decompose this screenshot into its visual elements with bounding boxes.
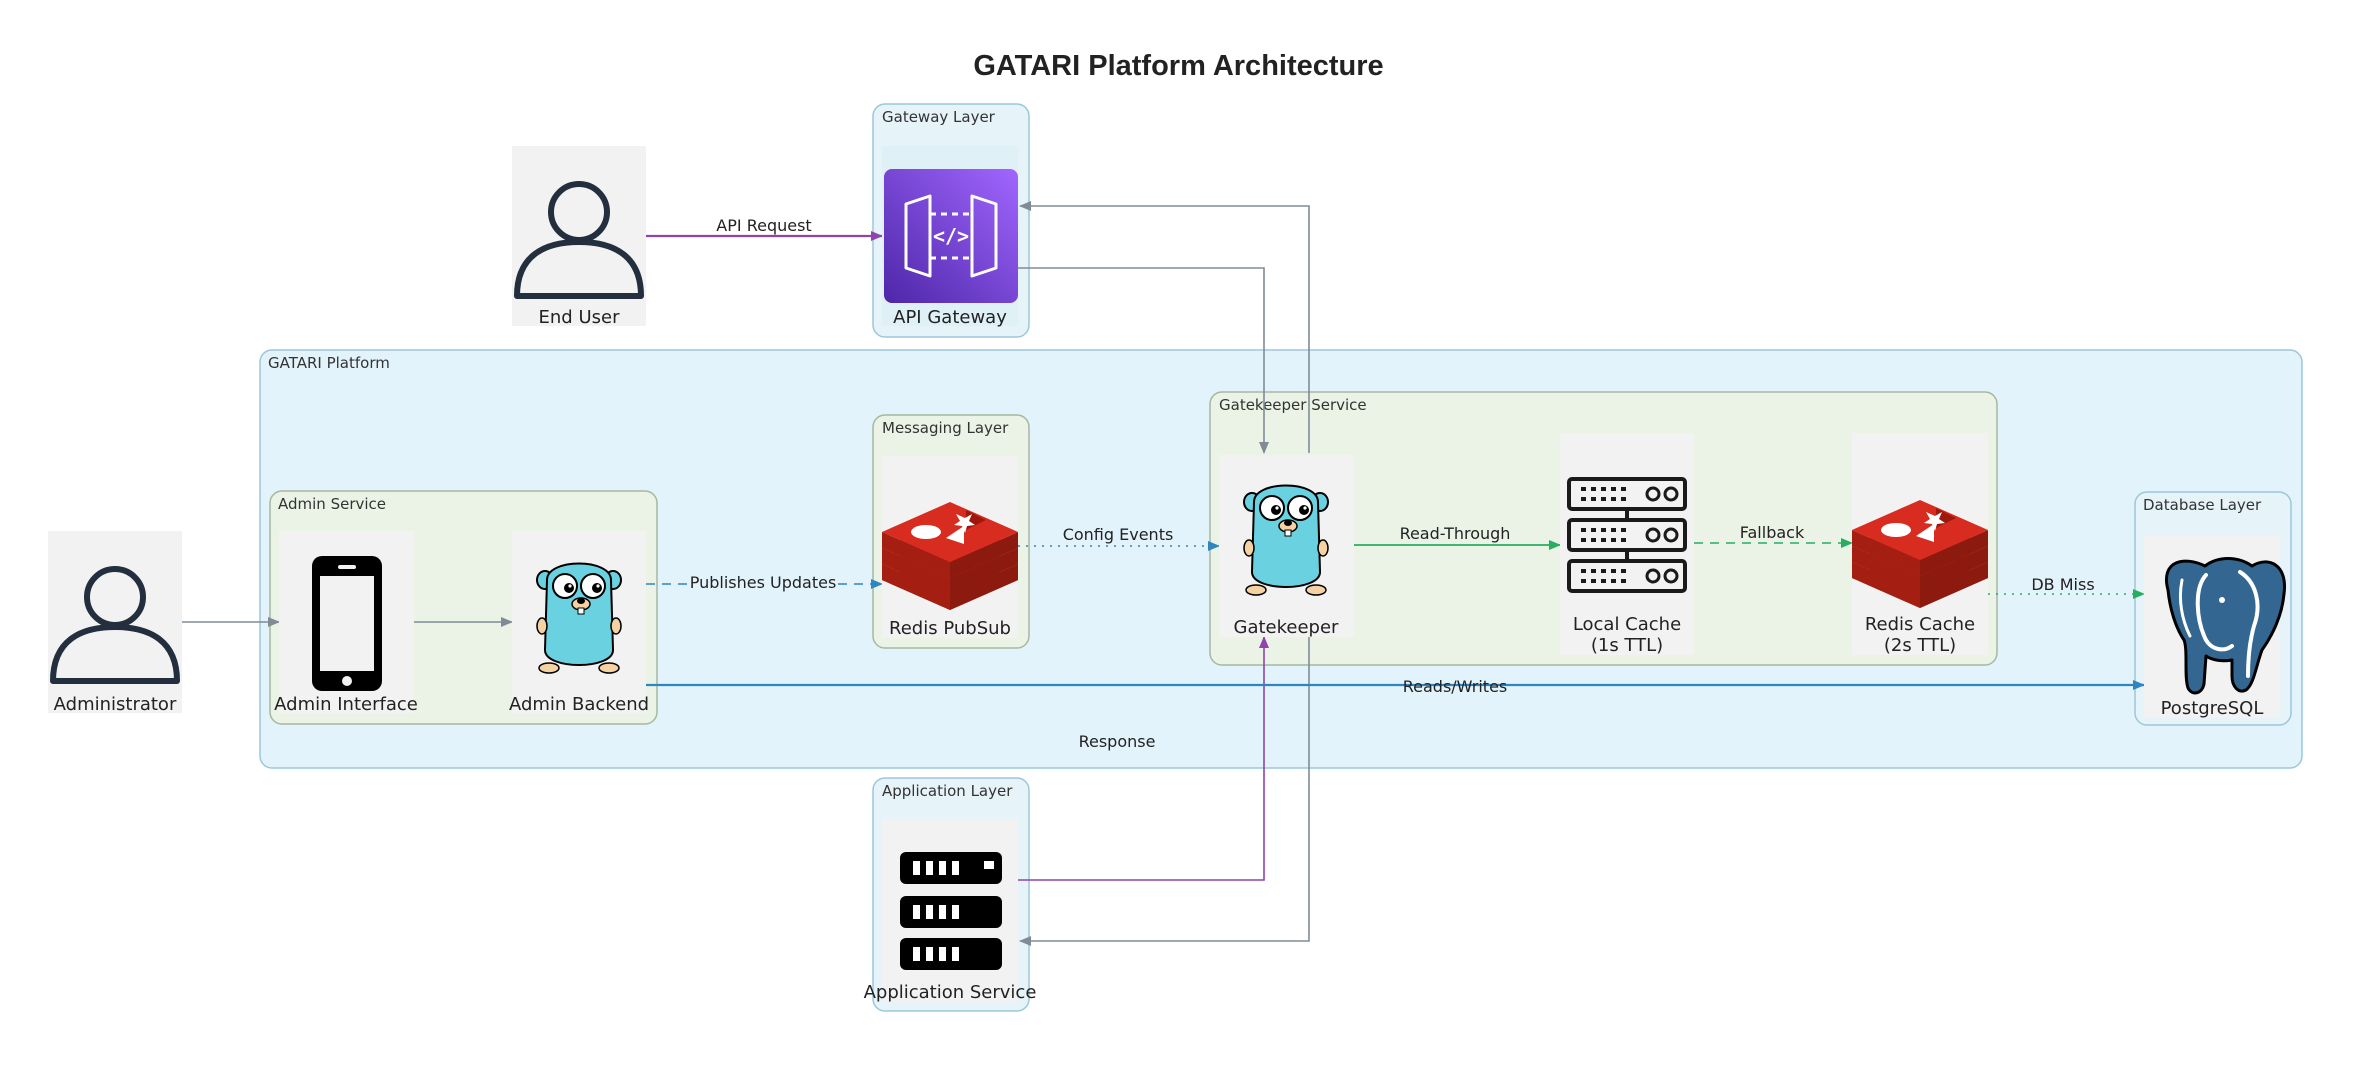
node-redis-cache[interactable]: Redis Cache (2s TTL) [1852,433,1988,656]
cluster-label-admin: Admin Service [278,495,386,513]
postgresql-elephant-icon [2165,557,2286,695]
node-label-redis-cache-ttl: (2s TTL) [1884,635,1956,656]
go-gopher-icon [1243,484,1329,596]
node-label-admin-backend: Admin Backend [509,694,649,715]
node-label-redis-pubsub: Redis PubSub [889,618,1011,639]
edge-application-service-to-gatekeeper [1018,636,1269,881]
edge-gatekeeper-to-application-service [1019,637,1310,946]
cluster-label-messaging: Messaging Layer [882,419,1009,437]
node-admin-backend[interactable]: Admin Backend [509,531,649,715]
node-local-cache[interactable]: Local Cache (1s TTL) [1560,433,1694,656]
node-label-postgresql: PostgreSQL [2161,698,2264,719]
node-label-redis-cache: Redis Cache [1865,614,1975,635]
api-gateway-icon: </> [884,169,1018,303]
node-redis-pubsub[interactable]: Redis PubSub [882,456,1018,639]
cluster-label-gatekeeper: Gatekeeper Service [1219,396,1367,414]
node-api-gateway[interactable]: </> API Gateway [882,146,1018,328]
node-label-admin-interface: Admin Interface [274,694,418,715]
go-gopher-icon [536,562,622,674]
edge-label-publishes-updates: Publishes Updates [690,573,837,592]
edge-labels: API Request Publishes Updates Config Eve… [690,216,2095,751]
cluster-label-platform: GATARI Platform [268,354,390,372]
node-label-local-cache: Local Cache [1573,614,1681,635]
edge-response-to-api-gateway [1019,201,1310,453]
edge-label-config-events: Config Events [1063,525,1174,544]
cluster-label-database: Database Layer [2143,496,2262,514]
edge-label-reads-writes: Reads/Writes [1403,677,1508,696]
edges [182,201,2145,946]
server-rack-icon [1567,477,1687,593]
mobile-phone-icon [312,556,382,691]
edge-label-db-miss: DB Miss [2031,575,2094,594]
svg-text:</>: </> [933,224,969,248]
diagram-title: GATARI Platform Architecture [973,50,1384,82]
node-label-application-service: Application Service [864,982,1037,1003]
node-postgresql[interactable]: PostgreSQL [2144,536,2286,719]
node-admin-interface[interactable]: Admin Interface [274,531,418,715]
server-stack-icon [900,852,1002,970]
cluster-label-application: Application Layer [882,782,1013,800]
edge-label-fallback: Fallback [1740,523,1805,542]
edge-label-read-through: Read-Through [1400,524,1511,543]
node-end-user[interactable]: End User [512,146,646,328]
node-application-service[interactable]: Application Service [864,819,1037,1003]
node-label-end-user: End User [539,307,621,328]
node-label-local-cache-ttl: (1s TTL) [1591,635,1663,656]
node-label-api-gateway: API Gateway [893,307,1007,328]
cluster-label-gateway: Gateway Layer [882,108,996,126]
node-administrator[interactable]: Administrator [48,531,182,715]
edge-api-gateway-to-gatekeeper [1018,267,1269,454]
node-gatekeeper[interactable]: Gatekeeper [1219,455,1354,638]
node-label-administrator: Administrator [54,694,177,715]
node-label-gatekeeper: Gatekeeper [1234,617,1340,638]
edge-label-response: Response [1079,732,1156,751]
edge-label-api-request: API Request [716,216,811,235]
